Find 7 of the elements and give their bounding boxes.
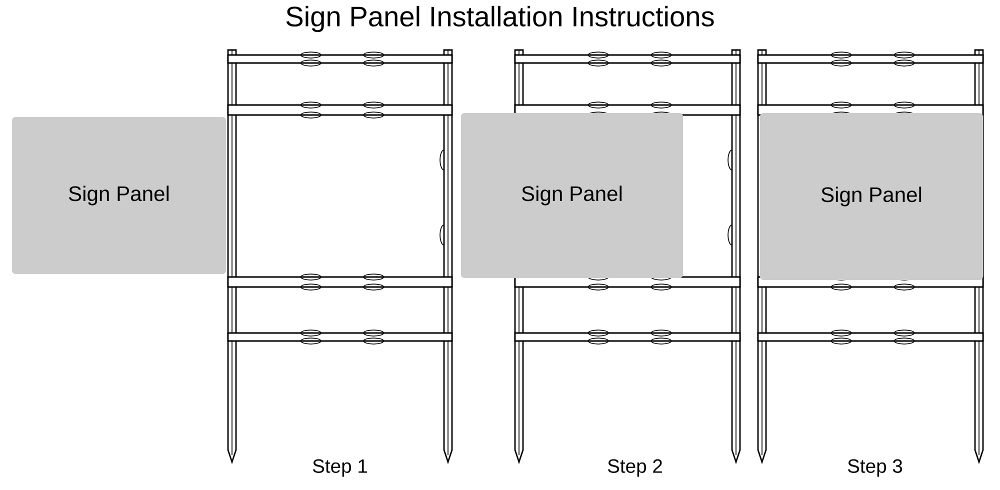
step-label: Step 1 [312, 459, 367, 477]
sign-panel: Sign Panel [461, 113, 683, 278]
step-label: Step 2 [608, 459, 662, 477]
sign-panel: Sign Panel [760, 113, 983, 280]
sign-panel: Sign Panel [12, 117, 226, 274]
step-label: Step 3 [848, 459, 902, 477]
title: Sign Panel Installation Instructions [286, 6, 714, 32]
